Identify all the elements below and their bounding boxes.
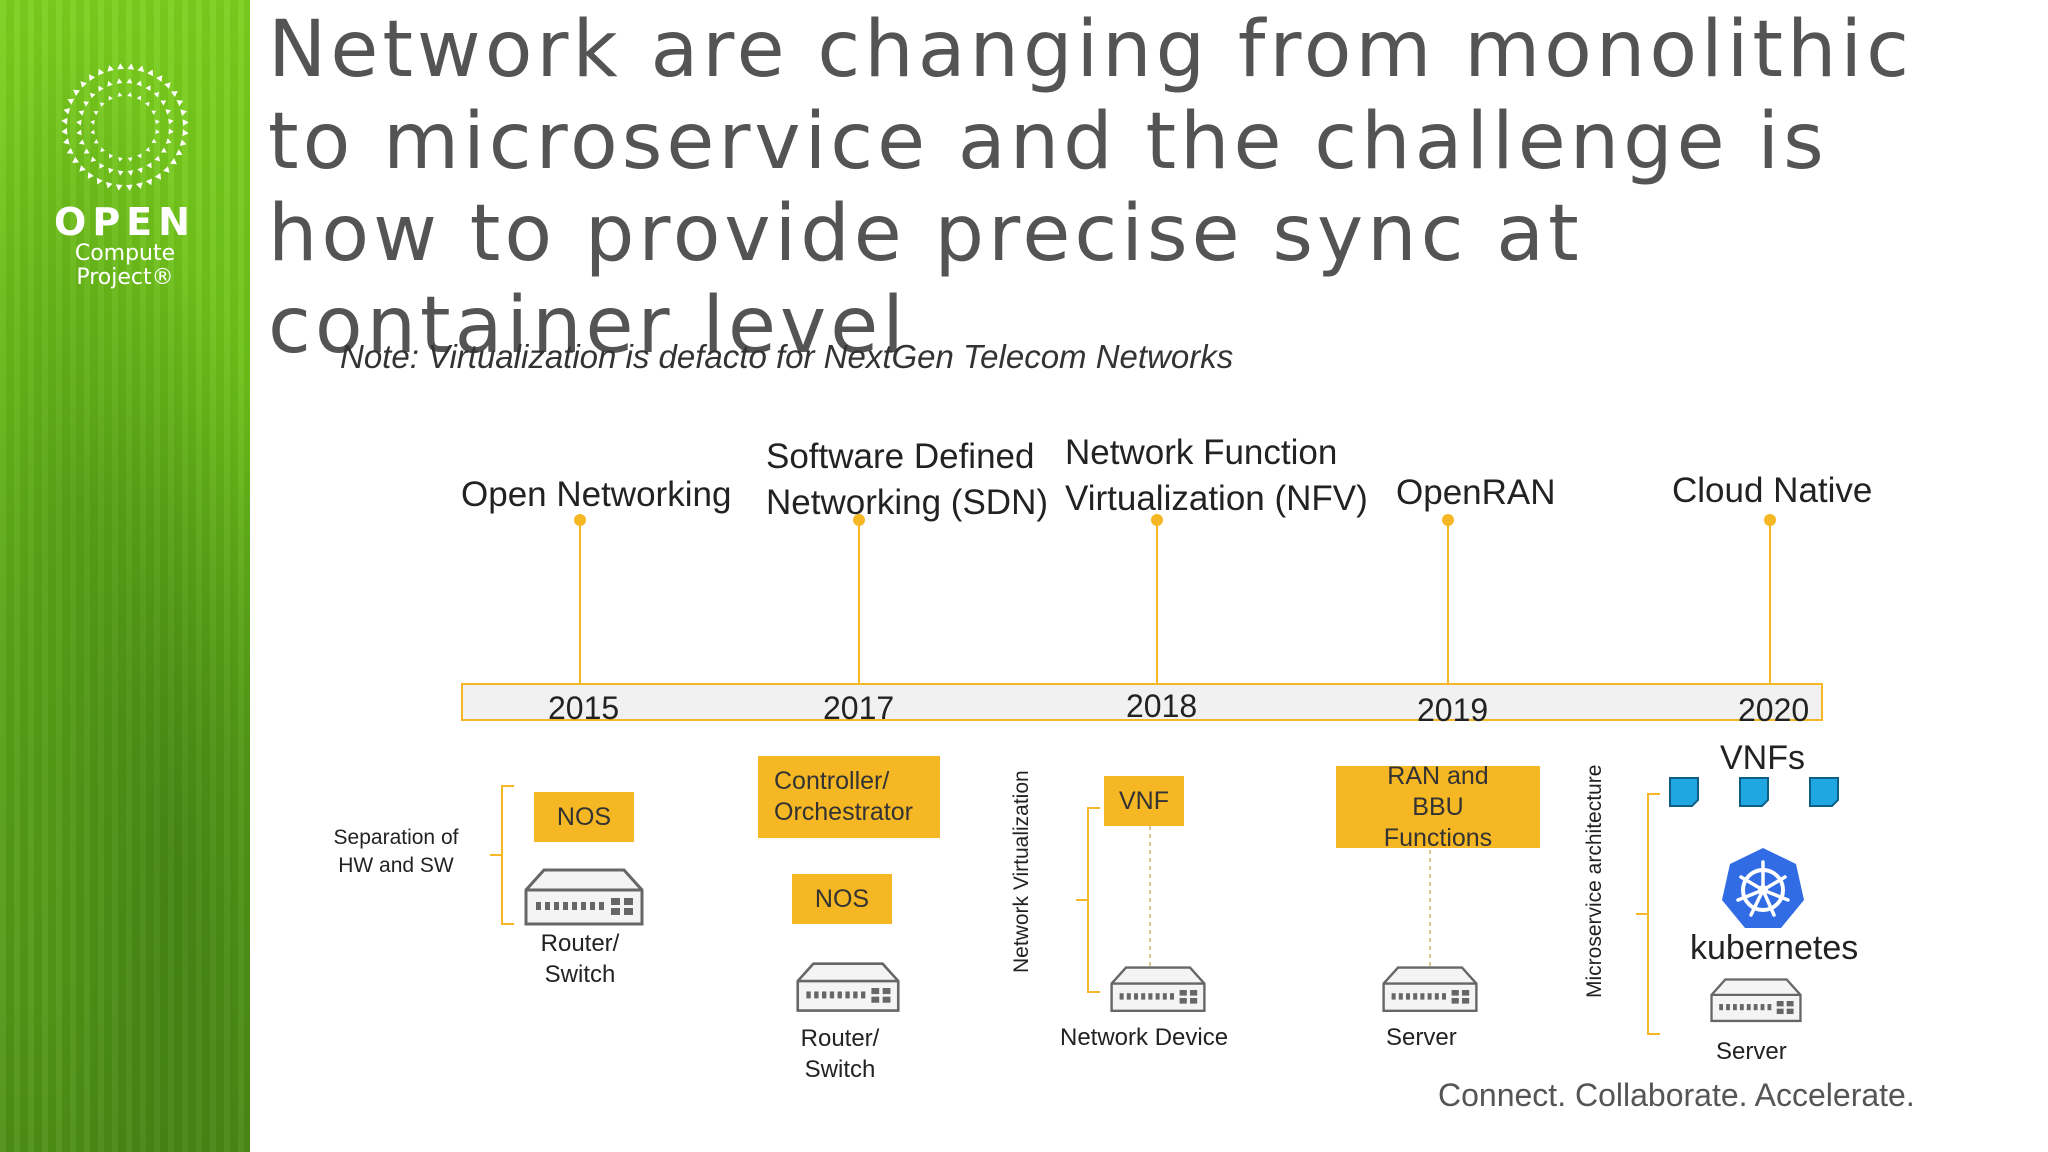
box-nos-2017: NOS bbox=[792, 874, 892, 924]
era-openran: OpenRAN bbox=[1396, 473, 1556, 512]
bracket-microservice bbox=[1636, 793, 1660, 1035]
timeline-dot-2015 bbox=[574, 514, 586, 526]
green-sidebar: OPEN Compute Project® bbox=[0, 0, 250, 1152]
timeline-dot-2018 bbox=[1151, 514, 1163, 526]
footer-tagline: Connect. Collaborate. Accelerate. bbox=[1438, 1077, 1915, 1113]
box-nos-2015: NOS bbox=[534, 792, 634, 842]
note-text: Note: Virtualization is defacto for Next… bbox=[340, 338, 1234, 375]
year-2019: 2019 bbox=[1417, 692, 1489, 728]
bracket-virtualization bbox=[1076, 807, 1100, 993]
router-switch-icon bbox=[788, 962, 908, 1019]
caption-router-switch-2017: Router/ Switch bbox=[800, 1025, 880, 1083]
caption-server-2020: Server bbox=[1716, 1038, 1787, 1065]
era-cloud-native: Cloud Native bbox=[1672, 471, 1873, 510]
box-ran-bbu-functions: RAN and BBU Functions bbox=[1336, 762, 1540, 852]
slide-title: Network are changing from monolithic to … bbox=[268, 5, 1913, 371]
timeline-dot-2019 bbox=[1442, 514, 1454, 526]
box-vnf: VNF bbox=[1104, 776, 1184, 826]
era-sdn: Software Defined Networking (SDN) bbox=[766, 437, 1048, 522]
label-network-virtualization: Network Virtualization bbox=[1010, 770, 1033, 973]
year-2015: 2015 bbox=[548, 690, 620, 726]
year-2018: 2018 bbox=[1126, 688, 1198, 724]
box-controller-orchestrator: Controller/ Orchestrator bbox=[758, 756, 940, 838]
year-2017: 2017 bbox=[823, 690, 895, 726]
ocp-starburst-icon bbox=[61, 63, 189, 191]
ocp-logo: OPEN Compute Project® bbox=[45, 62, 205, 290]
timeline-bar bbox=[461, 683, 1823, 721]
vnf-container-icon bbox=[1669, 777, 1699, 807]
kubernetes-logo-icon bbox=[1722, 848, 1804, 928]
timeline-dot-2017 bbox=[853, 514, 865, 526]
vnf-container-icon bbox=[1739, 777, 1769, 807]
label-separation-hw-sw: Separation of HW and SW bbox=[333, 826, 459, 877]
router-switch-icon bbox=[524, 868, 644, 933]
logo-compute-text: Compute bbox=[74, 241, 176, 266]
vnf-container-icons bbox=[1669, 777, 1839, 807]
era-nfv: Network Function Virtualization (NFV) bbox=[1065, 433, 1368, 518]
server-icon bbox=[1370, 966, 1490, 1019]
timeline-dot-2020 bbox=[1764, 514, 1776, 526]
year-2020: 2020 bbox=[1738, 692, 1810, 728]
logo-project-text: Project® bbox=[76, 265, 174, 290]
vnf-container-icon bbox=[1809, 777, 1839, 807]
label-kubernetes: kubernetes bbox=[1690, 929, 1859, 967]
label-microservice-architecture: Microservice architecture bbox=[1583, 764, 1606, 998]
logo-open-text: OPEN bbox=[54, 200, 196, 244]
bracket-separation bbox=[490, 785, 514, 925]
label-vnfs: VNFs bbox=[1720, 739, 1805, 777]
caption-router-switch-2015: Router/ Switch bbox=[540, 930, 620, 988]
caption-network-device: Network Device bbox=[1060, 1024, 1229, 1051]
era-open-networking: Open Networking bbox=[461, 475, 732, 514]
caption-server-2019: Server bbox=[1386, 1024, 1457, 1051]
server-icon bbox=[1696, 978, 1816, 1029]
network-device-icon bbox=[1098, 966, 1218, 1019]
